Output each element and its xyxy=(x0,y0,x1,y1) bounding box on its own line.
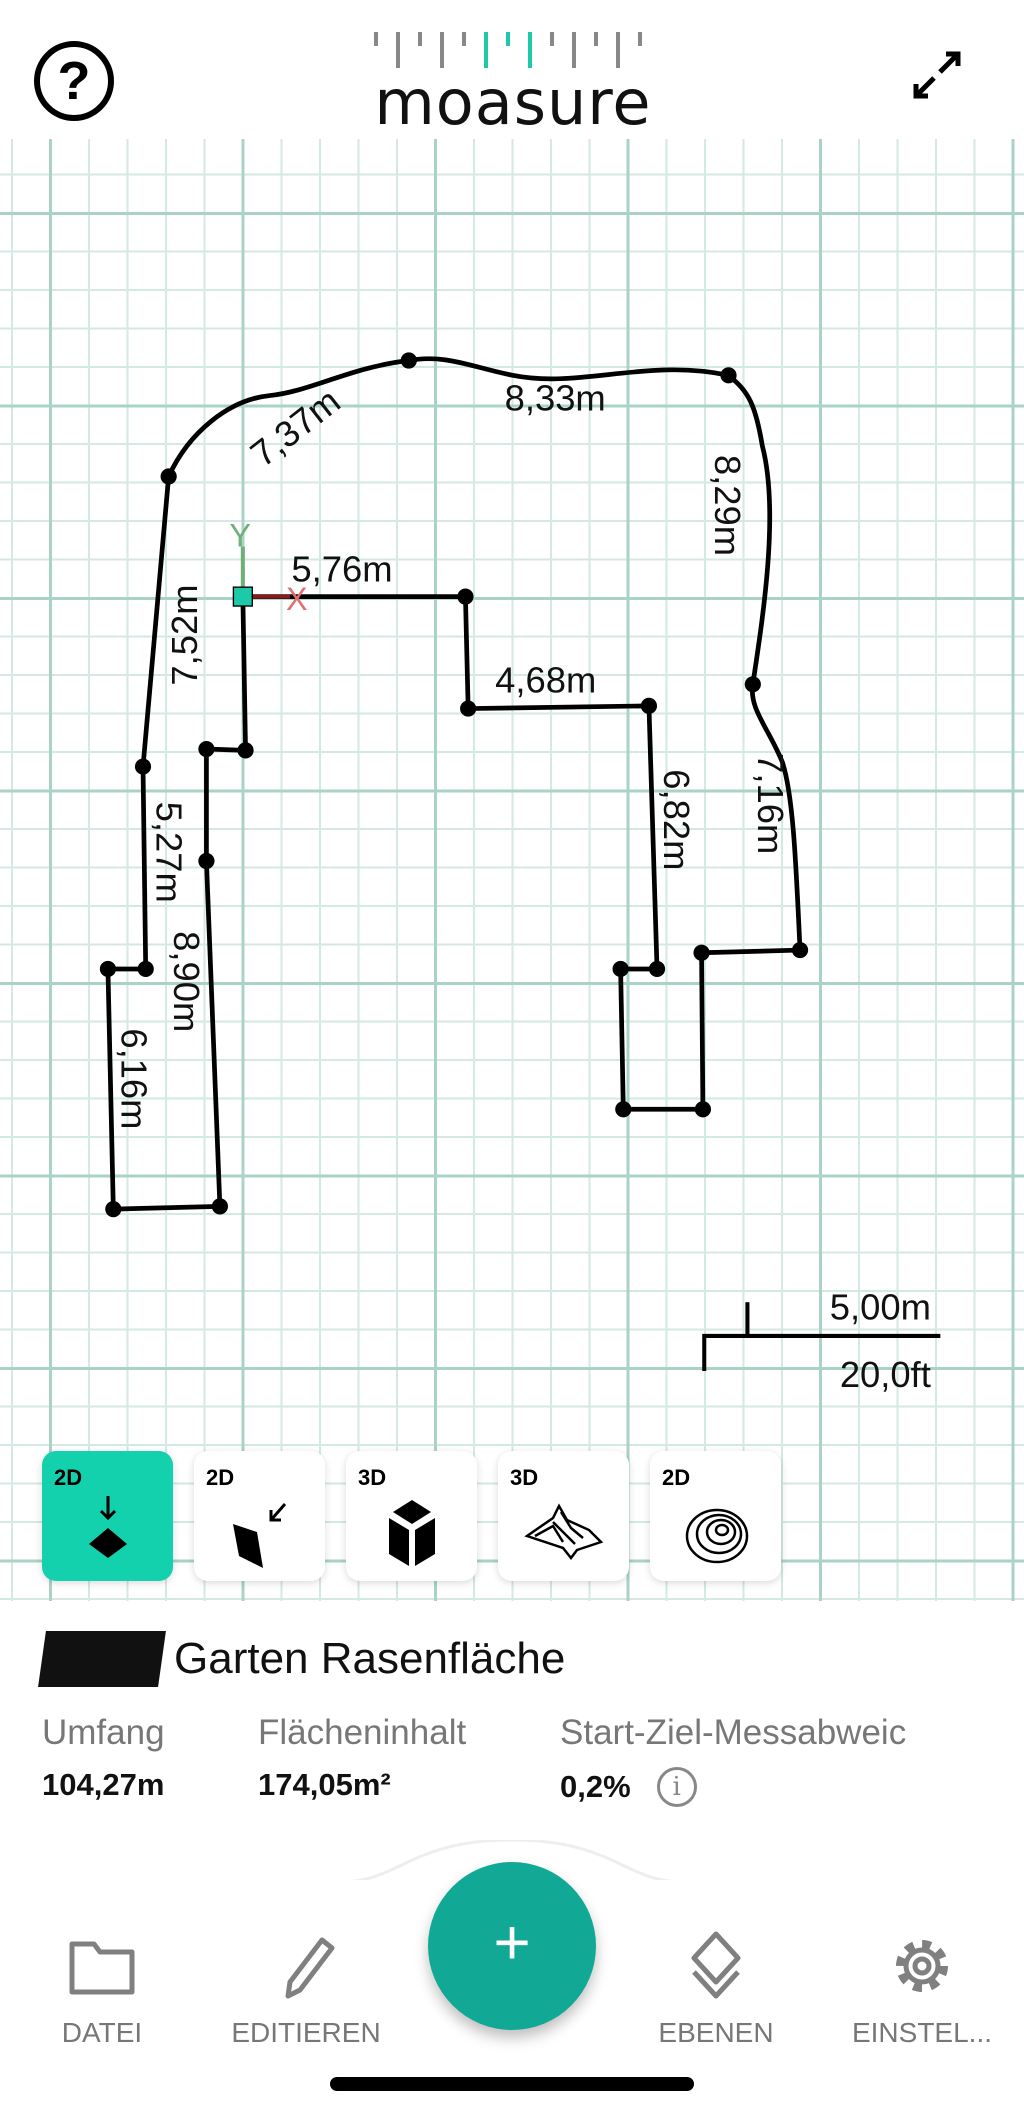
nav-file[interactable]: DATEI xyxy=(12,1926,192,2049)
nav-edit[interactable]: EDITIEREN xyxy=(216,1926,396,2049)
home-indicator[interactable] xyxy=(330,2077,694,2091)
2d-top-view-icon xyxy=(89,1496,127,1558)
stat-perimeter: Umfang 104,27m xyxy=(42,1713,165,1803)
stat-closure-error: Start-Ziel-Messabweic 0,2% i xyxy=(560,1713,906,1807)
stat-label: Flächeninhalt xyxy=(258,1713,467,1752)
3d-terrain-icon xyxy=(524,1503,604,1561)
info-icon[interactable]: i xyxy=(656,1767,697,1807)
mode-tag: 2D xyxy=(662,1465,691,1490)
nav-label: EDITIEREN xyxy=(231,2017,381,2048)
nav-layers[interactable]: EBENEN xyxy=(626,1926,806,2049)
layers-icon xyxy=(691,1931,741,1999)
logo-ruler-icon xyxy=(374,32,642,68)
nav-label: EINSTEL... xyxy=(851,2017,993,2048)
mode-3d-terrain[interactable]: 3D xyxy=(498,1451,629,1581)
measurement-info-panel: Garten Rasenfläche Umfang 104,27m Flächen… xyxy=(0,1601,1024,1881)
help-button[interactable]: ? xyxy=(34,41,114,121)
mode-tag: 2D xyxy=(54,1465,83,1490)
nav-settings[interactable]: EINSTEL... xyxy=(832,1926,1012,2049)
pencil-icon xyxy=(285,1937,335,1999)
redacted-mark xyxy=(38,1631,166,1687)
mode-tag: 3D xyxy=(510,1465,539,1490)
app-header: ? moasure xyxy=(0,0,1024,139)
stat-value: 104,27m xyxy=(42,1767,165,1802)
view-mode-bar: 2D 2D 3D 3D 2D xyxy=(42,1451,781,1581)
folder-icon xyxy=(69,1941,135,1995)
mode-tag: 2D xyxy=(206,1465,235,1490)
stat-label: Start-Ziel-Messabweic xyxy=(560,1713,907,1752)
mode-3d-cube[interactable]: 3D xyxy=(346,1451,477,1581)
measurement-title[interactable]: Garten Rasenfläche xyxy=(174,1634,566,1683)
mode-2d-contour[interactable]: 2D xyxy=(650,1451,781,1581)
stat-label: Umfang xyxy=(42,1713,165,1752)
mode-2d-plane[interactable]: 2D xyxy=(194,1451,325,1581)
mode-2d-top[interactable]: 2D xyxy=(42,1451,173,1581)
nav-label: EBENEN xyxy=(658,2017,774,2048)
gear-icon xyxy=(896,1940,948,1992)
3d-cube-icon xyxy=(389,1500,435,1566)
2d-contour-icon xyxy=(685,1508,749,1564)
map-canvas[interactable] xyxy=(0,139,1024,1601)
app-logo: moasure xyxy=(374,66,652,139)
nav-label: DATEI xyxy=(61,2017,143,2048)
expand-arrows-icon[interactable] xyxy=(910,48,964,102)
stat-area: Flächeninhalt 174,05m² xyxy=(258,1713,466,1803)
stat-value: 174,05m² xyxy=(258,1767,391,1802)
2d-plane-view-icon xyxy=(233,1503,287,1568)
add-measurement-button[interactable]: + xyxy=(428,1862,596,2030)
mode-tag: 3D xyxy=(358,1465,387,1490)
stat-value: 0,2% xyxy=(560,1769,631,1804)
